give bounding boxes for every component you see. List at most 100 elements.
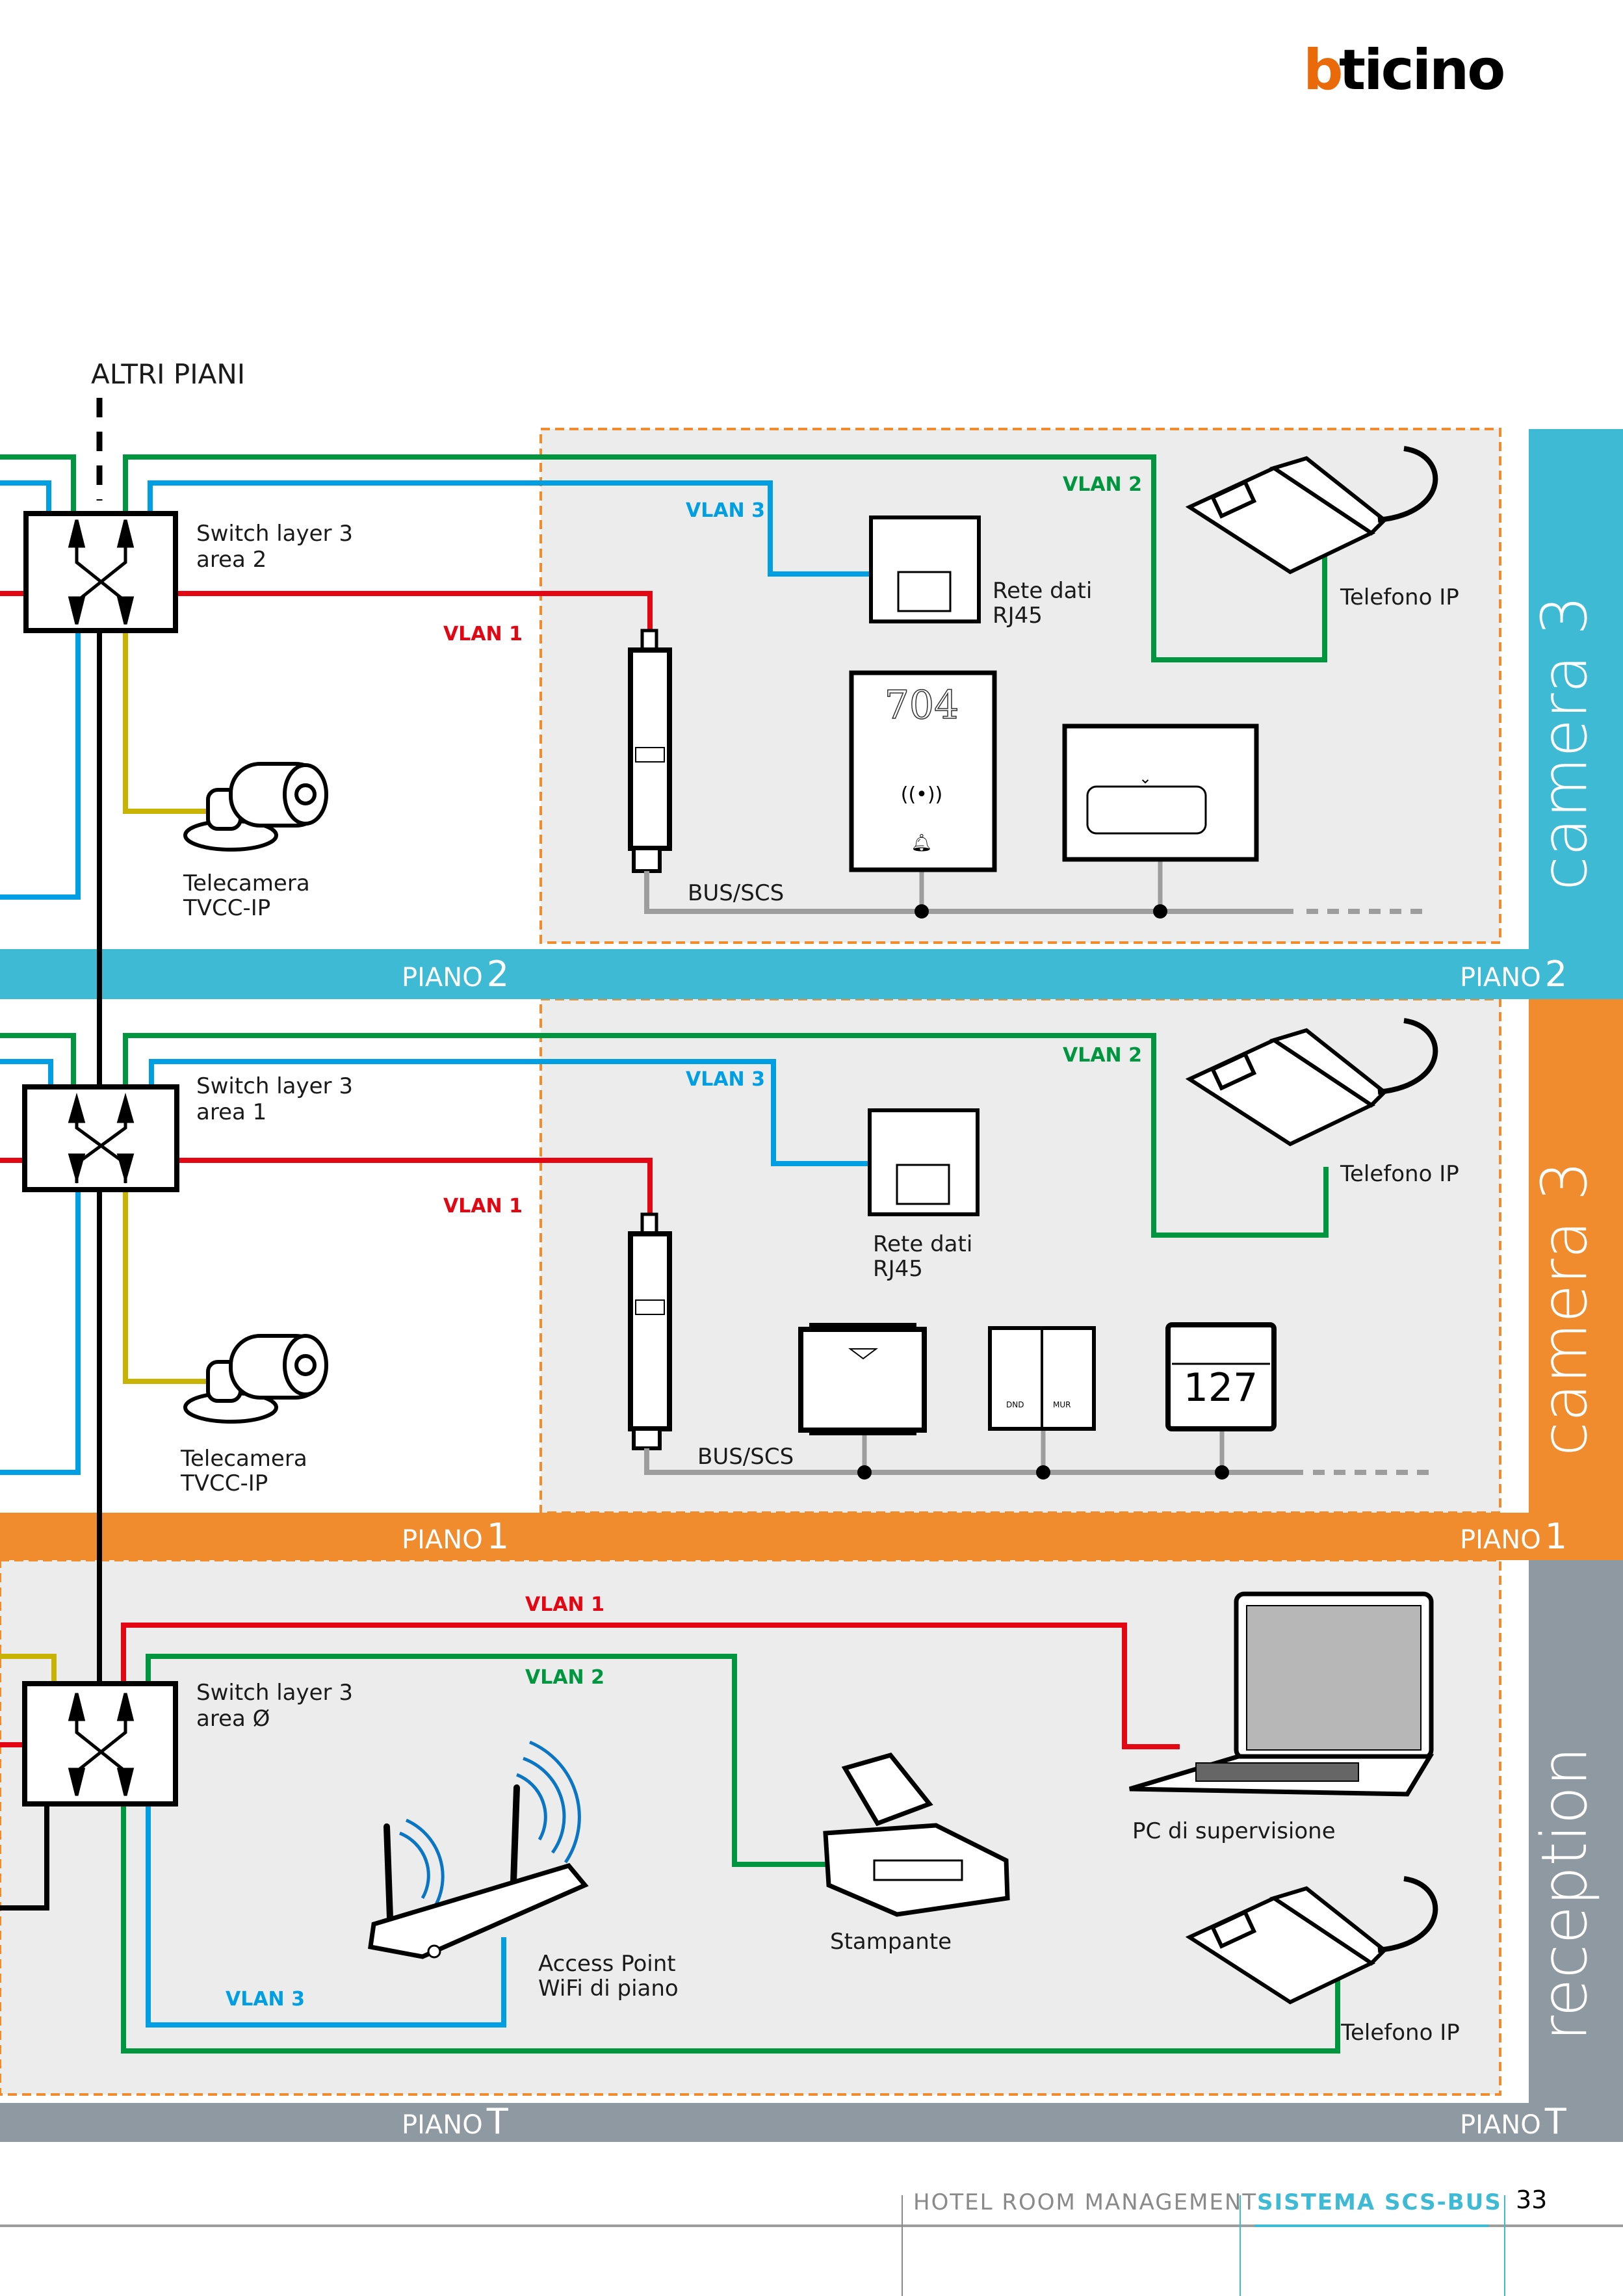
- switch-area0-line1: Switch layer 3: [196, 1680, 353, 1706]
- band1-left-num: 1: [487, 1516, 509, 1557]
- ap-line1: Access Point: [538, 1951, 676, 1977]
- switch-area2: [23, 511, 178, 633]
- dnd-label: DND: [1006, 1400, 1024, 1409]
- floor-band-2: [0, 949, 1623, 999]
- ip-camera-icon: [183, 762, 328, 852]
- ip-phone-icon: [1185, 1876, 1438, 2005]
- dnd-mur-switch: DND MUR: [988, 1326, 1096, 1431]
- page-number: 33: [1516, 2185, 1548, 2214]
- band2-left-label: PIANO: [402, 963, 483, 993]
- floor-band-T: [0, 2103, 1623, 2142]
- band2-right-label: PIANO: [1460, 963, 1541, 993]
- floorT-vlan1-label: VLAN 1: [525, 1593, 604, 1616]
- bandT-right-label: PIANO: [1460, 2110, 1541, 2140]
- floor1-bus-label: BUS/SCS: [697, 1444, 794, 1470]
- switch-arrows-icon: [68, 519, 135, 625]
- floor1-rj45-line2: RJ45: [873, 1256, 923, 1282]
- side-label-floor2: camera 3: [1528, 595, 1601, 891]
- switch-area0: [22, 1681, 178, 1807]
- altri-piani-label: ALTRI PIANI: [91, 358, 245, 390]
- printer-label: Stampante: [830, 1929, 952, 1955]
- floor2-camera-line1: Telecamera: [183, 870, 310, 896]
- band1-left-label: PIANO: [402, 1525, 483, 1555]
- rj45-socket-icon: [868, 1108, 980, 1216]
- wifi-access-point-icon: [368, 1740, 589, 1959]
- rj45-socket-icon: [869, 515, 981, 623]
- switch-area2-line2: area 2: [196, 547, 266, 573]
- switch-area1-line2: area 1: [196, 1099, 266, 1125]
- floor1-camera-line1: Telecamera: [180, 1446, 307, 1472]
- floor2-vlan2-label: VLAN 2: [1063, 473, 1142, 496]
- switch-area2-line1: Switch layer 3: [196, 521, 353, 547]
- scs-interface-module: [628, 629, 672, 873]
- logo-b: b: [1303, 38, 1344, 103]
- floorT-vlan3-label: VLAN 3: [226, 1988, 305, 2011]
- pc-label: PC di supervisione: [1132, 1818, 1336, 1844]
- bandT-left-label: PIANO: [402, 2110, 483, 2140]
- rfid-icon: ((•)): [901, 783, 943, 806]
- floor1-phone-label: Telefono IP: [1340, 1161, 1459, 1187]
- side-tab-floor2: [1529, 429, 1623, 949]
- bell-icon: 🔔︎: [911, 833, 932, 853]
- room-panel-704: 704 ((•)) 🔔︎: [849, 670, 997, 872]
- ip-phone-icon: [1185, 1018, 1438, 1147]
- switch-arrows-icon: [68, 1092, 135, 1184]
- floor1-rj45-line1: Rete dati: [873, 1231, 972, 1257]
- floor1-vlan3-label: VLAN 3: [686, 1068, 765, 1091]
- bandT-left-num: T: [486, 2101, 509, 2142]
- switch-arrows-icon: [68, 1693, 135, 1796]
- floor1-camera-line2: TVCC-IP: [180, 1470, 268, 1496]
- card-holder-switch: [798, 1323, 927, 1435]
- band2-left-num: 2: [487, 954, 509, 995]
- ip-camera-icon: [183, 1334, 328, 1424]
- floor2-rj45-line1: Rete dati: [993, 578, 1092, 604]
- side-label-floor1: camera 3: [1528, 1161, 1601, 1456]
- bticino-logo: b ticino: [1303, 38, 1505, 103]
- bandT-right-num: T: [1544, 2101, 1567, 2142]
- mur-label: MUR: [1053, 1400, 1071, 1409]
- floor2-phone-label: Telefono IP: [1340, 584, 1459, 610]
- reception-phone-label: Telefono IP: [1340, 2020, 1460, 2046]
- band1-right-num: 1: [1545, 1516, 1567, 1557]
- footer-section: HOTEL ROOM MANAGEMENT: [913, 2189, 1258, 2215]
- band2-right-num: 2: [1545, 954, 1567, 995]
- switch-area1: [22, 1084, 179, 1192]
- band1-right-label: PIANO: [1460, 1525, 1541, 1555]
- footer-system: SISTEMA SCS-BUS: [1257, 2189, 1502, 2215]
- floor1-vlan2-label: VLAN 2: [1063, 1044, 1142, 1067]
- floor1-vlan1-label: VLAN 1: [443, 1195, 523, 1218]
- side-tab-floor1: [1529, 999, 1623, 1519]
- floorT-vlan2-label: VLAN 2: [525, 1666, 604, 1689]
- floor2-camera-line2: TVCC-IP: [183, 895, 270, 921]
- insert-card-chevrons-icon: ⌄: [1139, 769, 1152, 787]
- floor2-vlan3-label: VLAN 3: [686, 499, 765, 522]
- side-tab-reception: [1529, 1560, 1623, 2106]
- floor-band-1: [0, 1513, 1623, 1560]
- switch-area1-line1: Switch layer 3: [196, 1073, 353, 1099]
- room-number-704: 704: [885, 683, 959, 728]
- room-number-127: 127: [1184, 1365, 1258, 1411]
- floor1-bus: [644, 1430, 1430, 1480]
- floor2-wiring: [0, 454, 1327, 900]
- laptop-icon: [1128, 1591, 1435, 1797]
- floor1-wiring: [0, 1033, 1329, 1475]
- ap-line2: WiFi di piano: [538, 1976, 679, 2002]
- ip-phone-icon: [1185, 446, 1438, 575]
- floor2-rj45-line2: RJ45: [993, 603, 1043, 629]
- logo-rest: ticino: [1339, 38, 1503, 103]
- printer-icon: [823, 1752, 1010, 1917]
- card-reader-panel: ⌄: [1062, 724, 1259, 862]
- scs-interface-module: [628, 1212, 672, 1450]
- floor2-bus-label: BUS/SCS: [688, 880, 784, 906]
- floorT-wiring: [0, 1623, 1340, 2054]
- switch-area0-line2: area Ø: [196, 1706, 270, 1732]
- room-display-127: 127: [1165, 1322, 1277, 1431]
